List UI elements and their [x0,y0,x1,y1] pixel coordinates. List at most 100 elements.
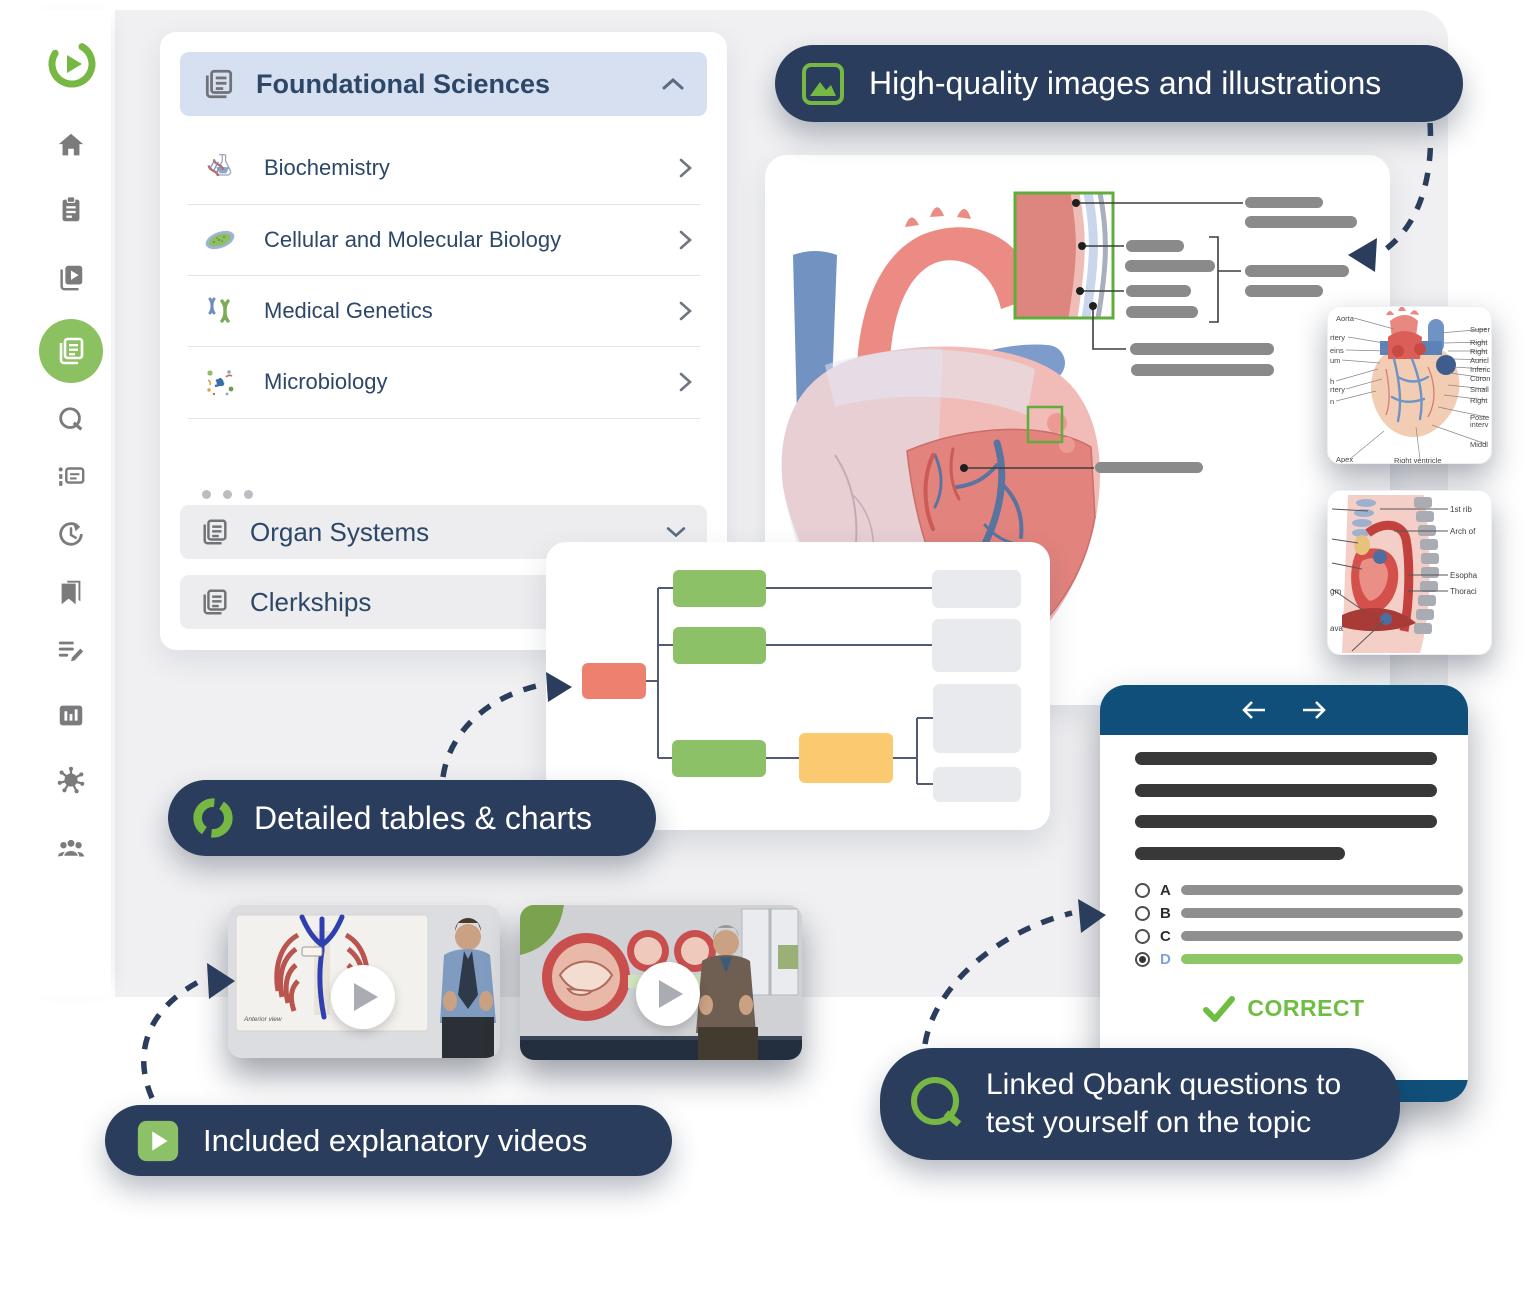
thumb-label: interv [1470,420,1489,429]
sidebar [10,10,111,997]
thumb-label: Inferic [1470,365,1491,374]
radio-selected-icon[interactable] [1135,951,1150,967]
answer-placeholder [1181,885,1463,895]
answer-placeholder [1181,908,1463,918]
answer-option-a[interactable]: A [1135,880,1463,900]
sidebar-item-courses[interactable] [56,194,86,224]
divider [188,346,700,347]
thumbnail-heart-anterior[interactable]: Aorta rtery eins um h rtery n Apex Super… [1327,306,1492,464]
flow-node-yellow [799,733,893,783]
callout-videos: Included explanatory videos [105,1105,672,1176]
callout-qbank-line2: test yourself on the topic [986,1106,1312,1139]
divider [188,204,700,205]
sidebar-item-recents[interactable] [56,519,86,549]
flowchart [582,570,1021,802]
thumb-label: Arch of [1450,527,1476,536]
focus-box [1026,405,1064,444]
question-text-placeholder [1135,815,1437,828]
course-item-cellbio[interactable]: Cellular and Molecular Biology [180,204,707,275]
chevron-right-icon [679,372,692,391]
sidebar-item-notes[interactable] [56,635,86,665]
video-caption: Anterior view [243,1016,283,1023]
qbank-icon [911,1077,962,1127]
thumb-label: h [1330,377,1334,386]
thumb-label: Auricl [1470,356,1489,365]
sidebar-item-video-library[interactable] [56,262,86,292]
course-item-microbiology[interactable]: Microbiology [180,346,707,417]
flow-node-placeholder [933,767,1021,802]
flow-node-root [582,663,646,699]
arrow-right-icon[interactable] [1299,699,1329,721]
play-button[interactable] [331,965,395,1029]
cell-biology-icon [205,230,235,249]
thumb-label: Apex [1336,455,1353,464]
sidebar-item-community[interactable] [56,833,86,863]
chevron-right-icon [679,158,692,177]
flow-node-green [673,570,766,607]
divider [188,418,700,419]
course-item-biochemistry[interactable]: Biochemistry [180,132,707,203]
genetics-icon [208,297,230,323]
thumb-label: Right [1470,396,1488,405]
course-panel-header[interactable]: Foundational Sciences [180,52,707,116]
sidebar-item-bookmarks[interactable] [56,577,86,607]
sidebar-item-library-active[interactable] [39,319,103,383]
donut-chart-icon [193,798,233,838]
play-icon [137,1120,179,1161]
thumb-label: Coron [1470,374,1490,383]
chevron-right-icon [679,301,692,320]
thumb-label: 1st rib [1450,505,1472,514]
answer-placeholder [1181,931,1463,941]
sidebar-item-home[interactable] [56,130,86,160]
app-logo-icon[interactable] [46,38,98,90]
thumb-label: Super [1470,325,1491,334]
sidebar-item-statistics[interactable] [56,700,86,730]
answer-option-b[interactable]: B [1135,903,1463,923]
sidebar-item-qbank[interactable] [56,405,86,435]
flow-node-placeholder [932,619,1021,672]
flow-node-green [672,740,766,777]
library-icon [203,519,227,545]
video-thumbnail-valves[interactable] [520,905,802,1060]
microbiology-icon [207,369,234,395]
check-icon [1203,995,1236,1022]
radio-icon[interactable] [1135,905,1150,921]
correct-banner: CORRECT [1100,995,1468,1022]
sidebar-item-settings[interactable] [56,765,86,795]
image-icon [802,62,844,105]
video-thumbnail-anatomy[interactable]: Anterior view [228,905,500,1058]
chevron-up-icon[interactable] [661,76,685,92]
thumb-label: n [1330,397,1334,406]
answer-option-d[interactable]: D [1135,949,1463,969]
answer-option-c[interactable]: C [1135,926,1463,946]
arrow-left-icon[interactable] [1239,699,1269,721]
thumb-label: Small [1470,385,1489,394]
radio-icon[interactable] [1135,928,1150,944]
flow-node-green [673,627,766,664]
callout-qbank: Linked Qbank questions to test yourself … [880,1048,1400,1160]
course-item-genetics[interactable]: Medical Genetics [180,275,707,346]
chevron-down-icon [666,527,686,538]
flow-node-placeholder [932,570,1021,608]
callout-qbank-line1: Linked Qbank questions to [986,1068,1342,1101]
thumb-label: gm [1330,587,1341,596]
sidebar-item-flashcards[interactable] [56,461,86,491]
radio-icon[interactable] [1135,882,1150,898]
thumb-label: Right [1470,338,1488,347]
question-text-placeholder [1135,847,1345,860]
thumb-label: Poste [1470,413,1489,422]
label-placeholder-bars [1095,197,1357,473]
callout-tables: Detailed tables & charts [168,780,656,856]
thumb-label: Middl [1470,440,1488,449]
more-dots-icon [202,490,253,499]
play-button[interactable] [636,962,700,1026]
thumb-label: Aorta [1336,314,1355,323]
question-text-placeholder [1135,784,1437,797]
thumb-label: Esopha [1450,571,1478,580]
divider [188,275,700,276]
course-panel-title: Foundational Sciences [256,68,551,99]
chevron-right-icon [679,230,692,249]
callout-videos-label: Included explanatory videos [203,1122,588,1158]
thumbnail-thorax-sagittal[interactable]: 1st rib Arch of Esopha Thoraci gm ava [1327,490,1492,655]
